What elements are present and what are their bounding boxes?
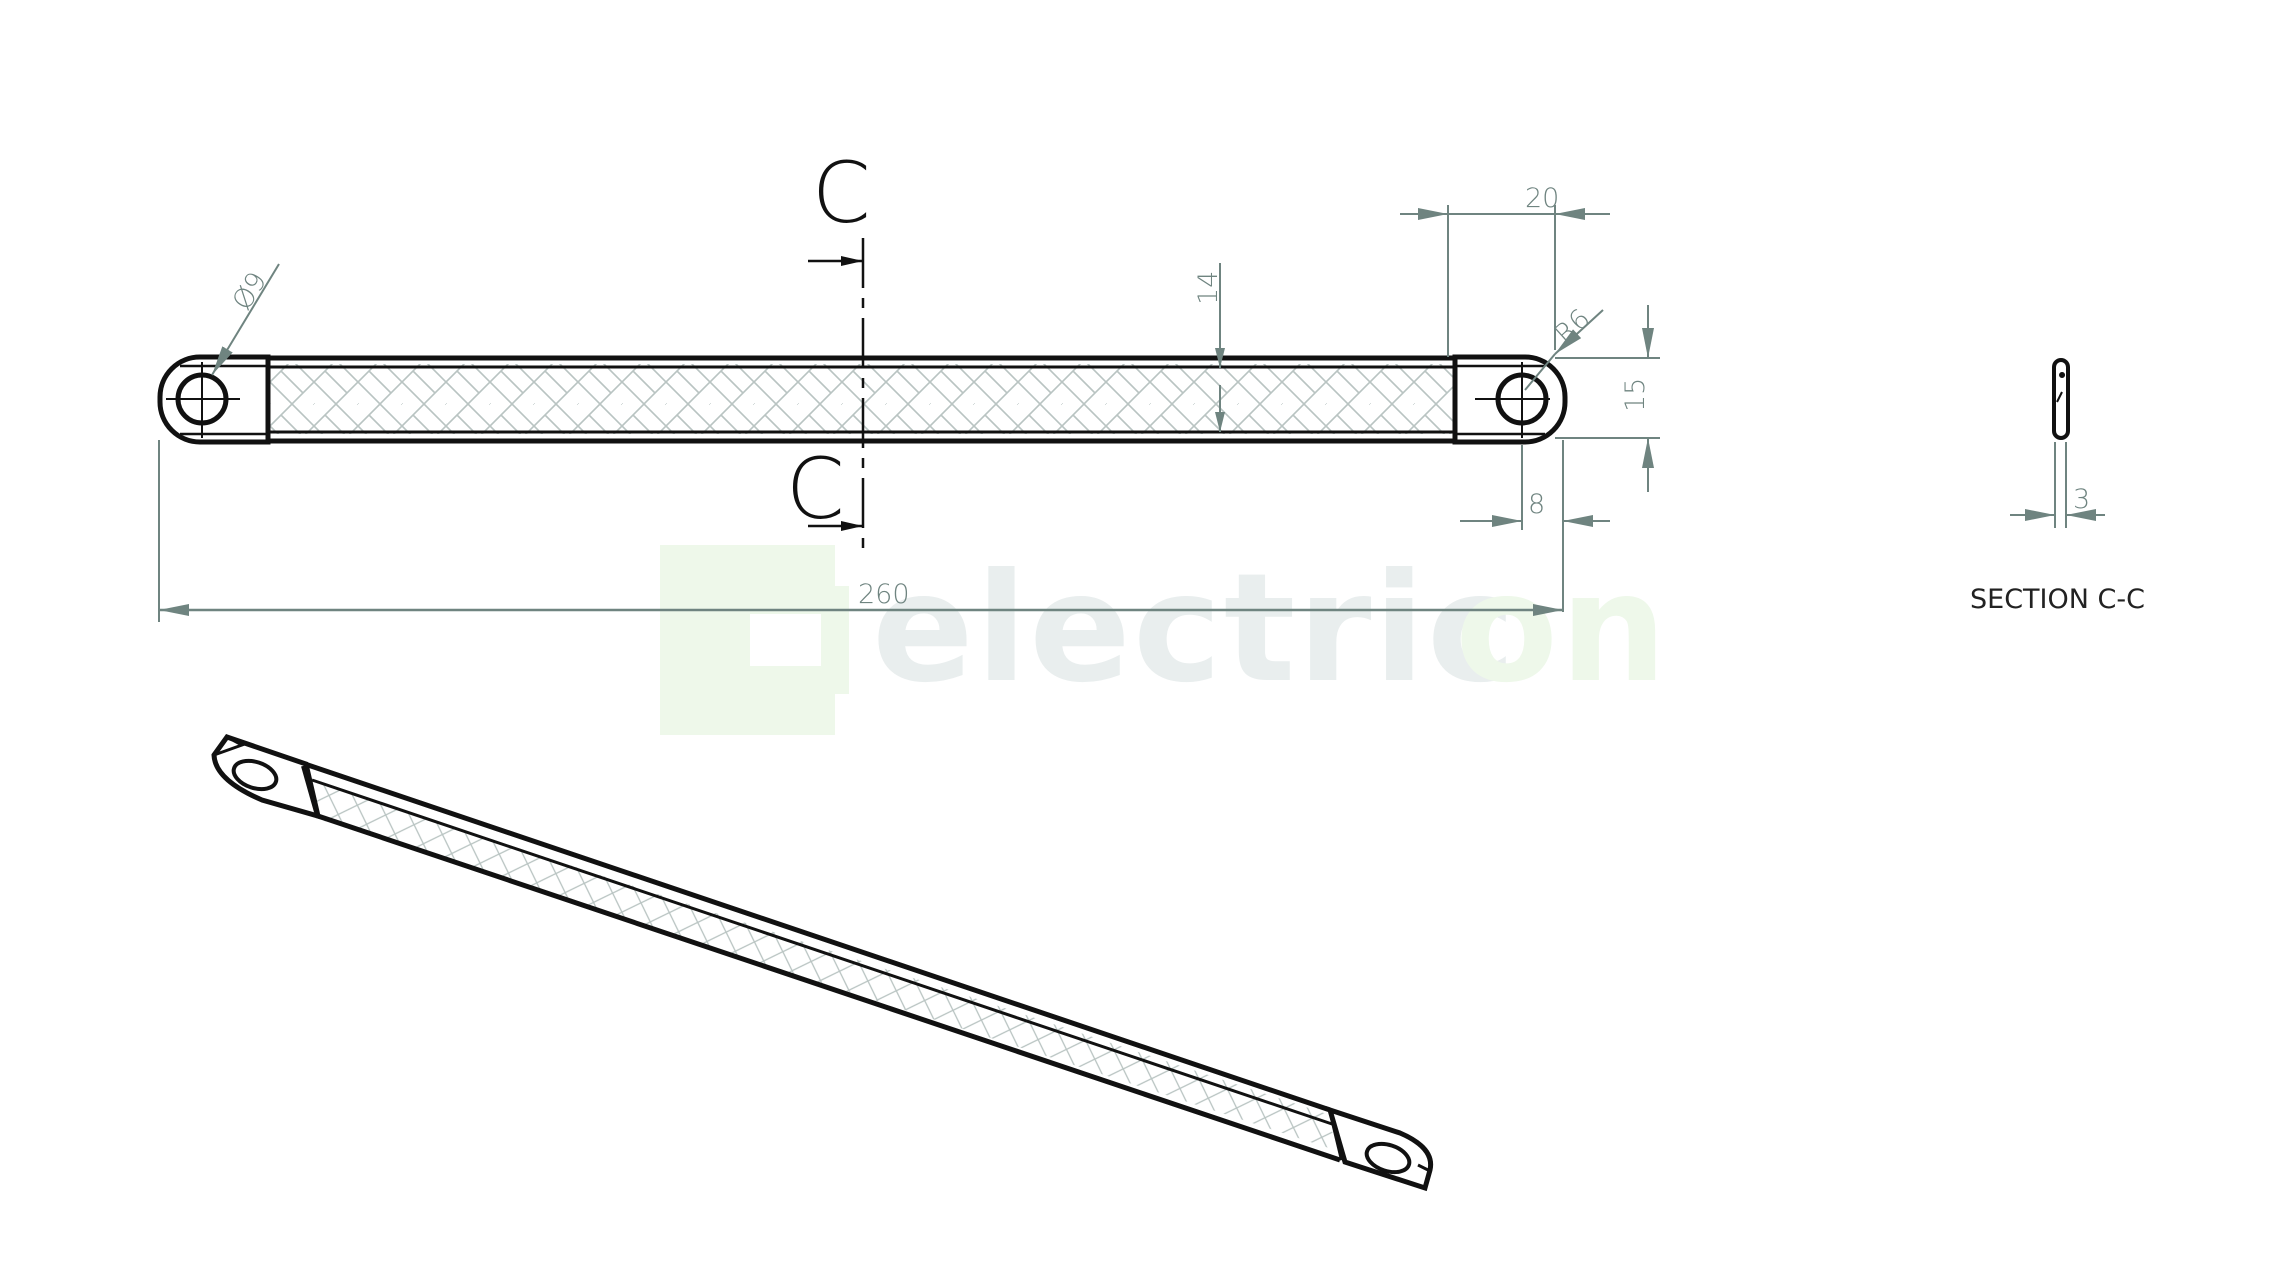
iso-braid-body xyxy=(305,778,1335,1150)
section-line-c: C C xyxy=(786,144,871,548)
dim-end-radius: R6 xyxy=(1524,303,1604,391)
iso-right-hole xyxy=(1364,1141,1412,1175)
section-profile xyxy=(2052,358,2070,440)
braid-body xyxy=(268,364,1455,434)
dim-lug-length-text: 20 xyxy=(1525,183,1559,214)
dim-hole-offset-text: 8 xyxy=(1528,489,1545,520)
watermark-brand-text: electric xyxy=(872,542,1518,716)
dim-section-thickness-text: 3 xyxy=(2073,484,2090,515)
left-lug xyxy=(157,354,271,445)
dim-braid-width: 14 xyxy=(1193,263,1225,432)
watermark-logo: electric on xyxy=(660,542,1669,735)
dim-lug-length: 20 xyxy=(1400,183,1610,357)
section-marker-top: C xyxy=(812,144,871,242)
dim-lug-width: 15 xyxy=(1555,305,1660,492)
iso-right-lug xyxy=(1326,1106,1434,1192)
dim-overall-length: 260 xyxy=(158,440,1563,622)
front-view: C C Ø9 14 20 R6 xyxy=(157,144,1660,622)
iso-left-lug xyxy=(211,734,322,820)
section-title: SECTION C-C xyxy=(1970,584,2145,615)
iso-left-hole xyxy=(231,758,279,792)
section-marker-bottom: C xyxy=(786,440,845,538)
isometric-view xyxy=(211,734,1434,1192)
dim-hole-offset: 8 xyxy=(1460,440,1610,612)
dim-overall-length-text: 260 xyxy=(858,579,910,610)
dim-braid-width-text: 14 xyxy=(1193,271,1224,305)
dim-hole-diameter-text: Ø9 xyxy=(227,267,274,316)
dim-lug-width-text: 15 xyxy=(1620,378,1651,412)
right-lug xyxy=(1452,354,1568,445)
watermark-e-icon xyxy=(660,545,849,735)
section-view: 3 SECTION C-C xyxy=(1970,358,2145,615)
watermark-brand-accent: on xyxy=(1455,542,1669,716)
dim-end-radius-text: R6 xyxy=(1549,303,1596,350)
